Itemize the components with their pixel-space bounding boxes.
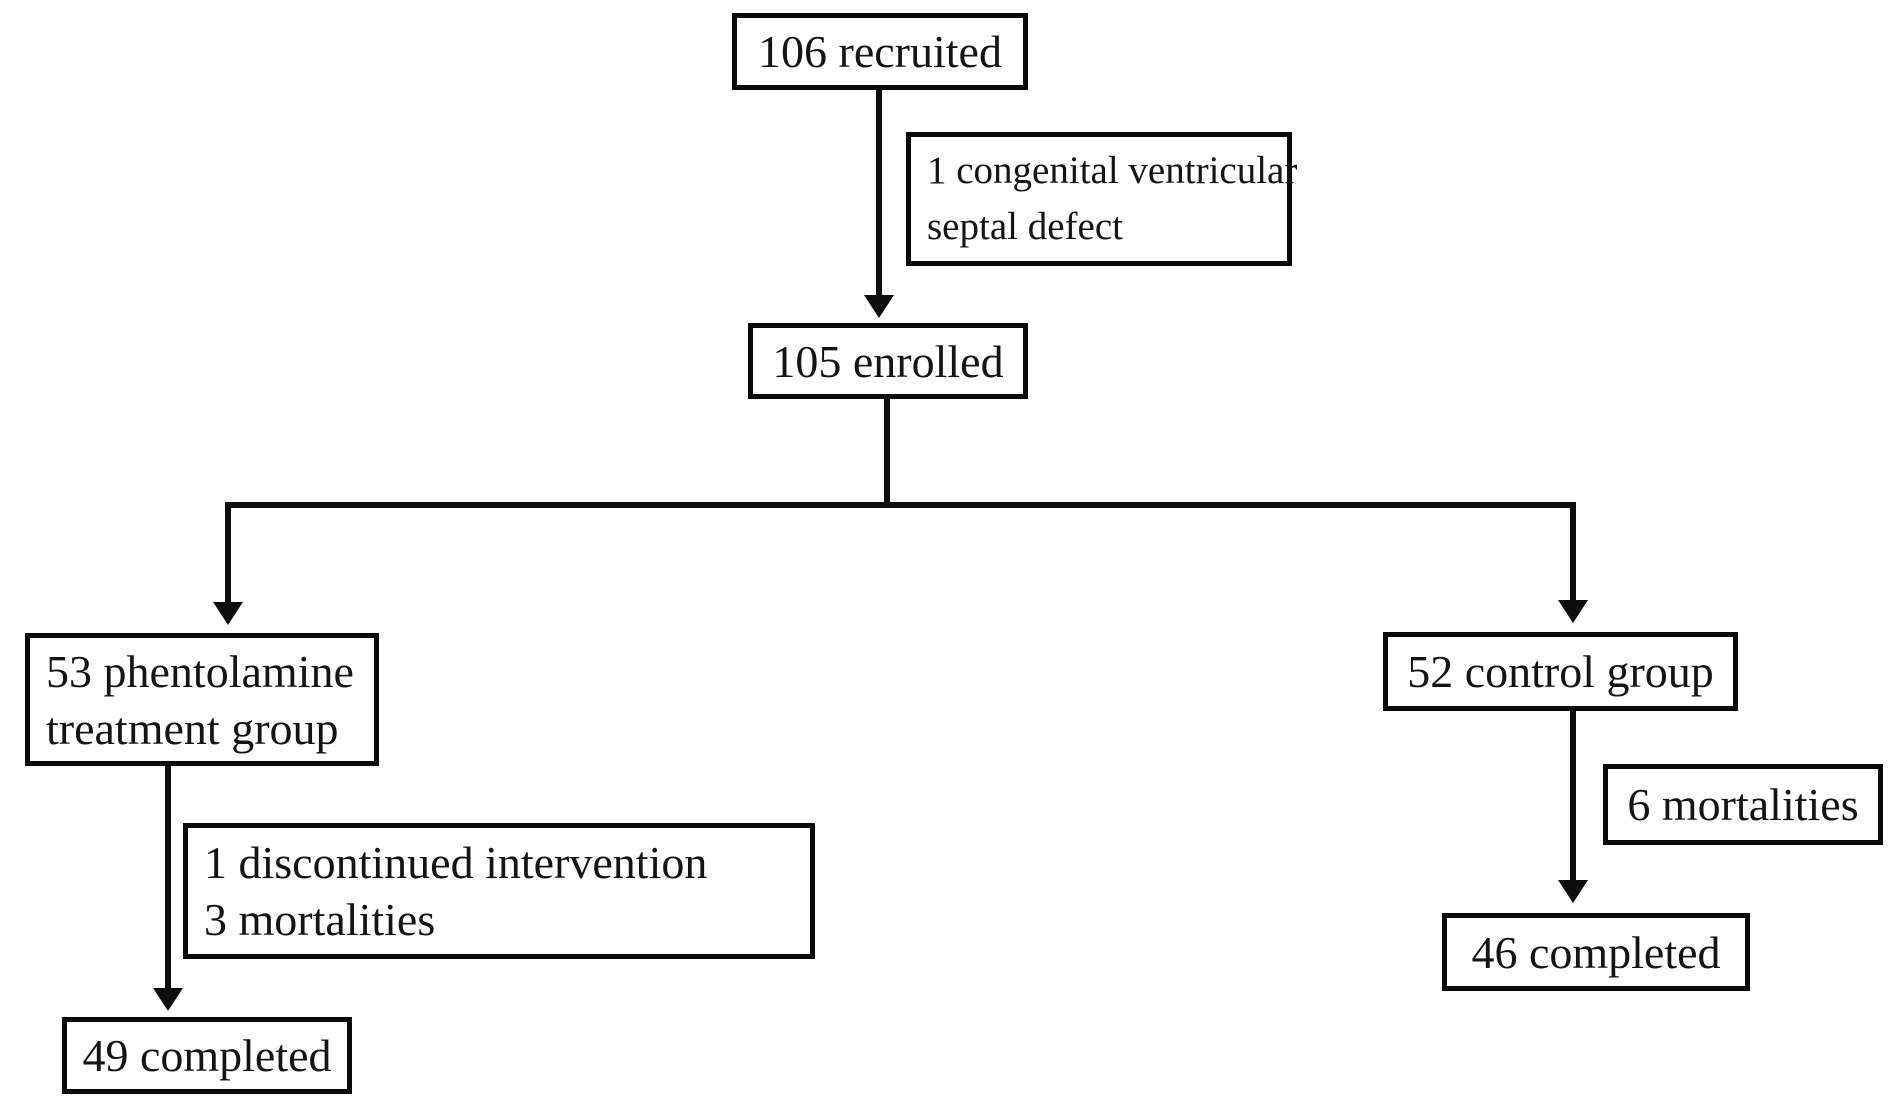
arrowhead-down-icon — [864, 295, 894, 318]
node-exclusion-congenital-vsd: 1 congenital ventricular septal defect — [906, 132, 1297, 266]
node-enrolled-label: 105 enrolled — [772, 335, 1004, 387]
node-control-completed-label: 46 completed — [1471, 926, 1721, 978]
node-treatment-dropout-line1: 1 discontinued intervention — [204, 837, 708, 888]
node-control-label: 52 control group — [1407, 646, 1714, 697]
node-enrolled: 105 enrolled — [748, 323, 1028, 399]
arrowhead-down-icon — [213, 602, 243, 625]
arrowhead-down-icon — [153, 988, 183, 1011]
arrow-control-to-completed — [1570, 710, 1576, 882]
arrow-recruited-to-enrolled — [876, 90, 882, 298]
arrowhead-down-icon — [1558, 600, 1588, 623]
node-treatment-completed-label: 49 completed — [82, 1030, 332, 1081]
node-exclusion-line1: 1 congenital ventricular — [927, 149, 1298, 192]
arrow-split-to-control — [1570, 502, 1576, 602]
node-treatment-dropout: 1 discontinued intervention 3 mortalitie… — [183, 823, 815, 959]
line-enrolled-to-split — [884, 398, 890, 508]
node-exclusion-line2: septal defect — [927, 205, 1123, 248]
node-recruited: 106 recruited — [732, 13, 1028, 90]
arrow-split-to-treatment — [225, 502, 231, 604]
node-control-completed: 46 completed — [1442, 913, 1750, 991]
node-control-mortalities: 6 mortalities — [1603, 764, 1883, 845]
split-line — [225, 502, 1576, 508]
node-control-mortalities-label: 6 mortalities — [1627, 779, 1859, 830]
node-treatment-completed: 49 completed — [62, 1017, 352, 1094]
node-treatment-line1: 53 phentolamine — [46, 645, 354, 697]
arrowhead-down-icon — [1558, 880, 1588, 903]
arrow-treatment-to-completed — [165, 765, 171, 990]
node-treatment-group: 53 phentolamine treatment group — [25, 633, 379, 766]
node-control-group: 52 control group — [1383, 632, 1738, 711]
node-treatment-dropout-line2: 3 mortalities — [204, 894, 436, 945]
node-treatment-line2: treatment group — [46, 702, 339, 754]
node-recruited-label: 106 recruited — [758, 26, 1002, 77]
